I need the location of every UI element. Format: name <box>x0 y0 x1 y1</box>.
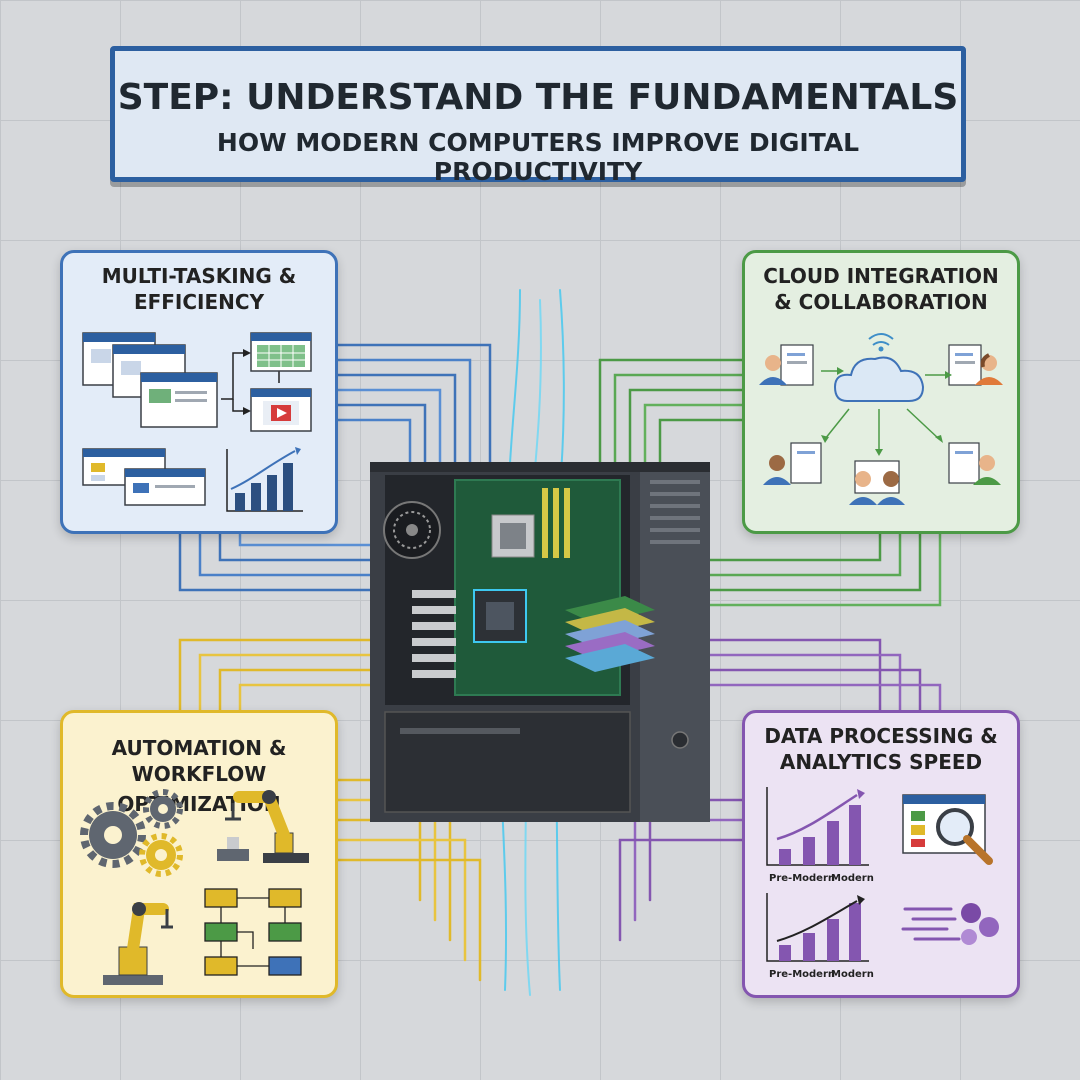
panel-data-processing: DATA PROCESSING & ANALYTICS SPEED Pre-Mo… <box>742 710 1020 998</box>
cloud-illustration <box>759 333 1003 505</box>
panel-title-line1: MULTI-TASKING & <box>101 264 297 288</box>
bar-chart-icon <box>226 447 303 512</box>
panel-multitasking: MULTI-TASKING & EFFICIENCY <box>60 250 338 534</box>
chart-label-left: Pre-Modern <box>769 969 835 980</box>
growth-chart-icon: Pre-Modern Modern <box>766 787 874 884</box>
panel-cloud: CLOUD INTEGRATION & COLLABORATION <box>742 250 1020 534</box>
panel-title-line2: EFFICIENCY <box>133 290 265 314</box>
data-illustration: Pre-Modern Modern Pre-Modern Modern <box>766 787 999 980</box>
speed-icon <box>901 903 999 945</box>
multitasking-illustration <box>82 332 312 512</box>
panel-title-line2: WORKFLOW OPTIMIZATION <box>117 762 281 816</box>
window-stack-icon <box>82 332 218 428</box>
title-banner: STEP: UNDERSTAND THE FUNDAMENTALS HOW MO… <box>110 46 966 186</box>
page-title: STEP: UNDERSTAND THE FUNDAMENTALS <box>117 77 959 118</box>
wifi-icon <box>868 333 894 346</box>
panel-automation: AUTOMATION & WORKFLOW OPTIMIZATION <box>60 710 338 998</box>
flowchart-icon <box>204 888 302 976</box>
cloud-icon <box>833 356 925 402</box>
page-subtitle: HOW MODERN COMPUTERS IMPROVE DIGITAL PRO… <box>216 128 860 186</box>
chart-label-right: Modern <box>831 969 874 980</box>
panel-title-line1: AUTOMATION & <box>111 736 287 760</box>
panel-title-line2: ANALYTICS SPEED <box>779 750 983 774</box>
user-document-icon <box>759 344 814 386</box>
panel-title-line2: & COLLABORATION <box>774 290 988 314</box>
panel-title-line1: DATA PROCESSING & <box>764 724 998 748</box>
panel-title-line1: CLOUD INTEGRATION <box>763 264 999 288</box>
magnifier-icon <box>902 794 993 865</box>
robot-arm-icon <box>217 790 309 863</box>
chart-label-left: Pre-Modern <box>769 873 835 884</box>
chart-label-right: Modern <box>831 873 874 884</box>
gears-icon <box>80 789 183 877</box>
video-player-icon <box>250 388 312 432</box>
automation-illustration <box>80 789 309 985</box>
spreadsheet-icon <box>250 332 312 372</box>
